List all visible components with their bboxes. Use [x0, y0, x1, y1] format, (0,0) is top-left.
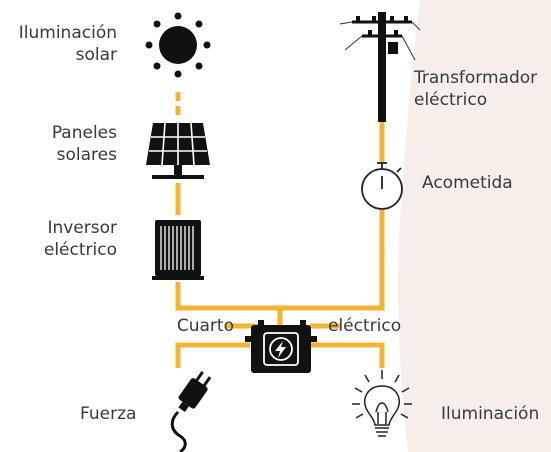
label-inverter-line1: Inversor [47, 218, 117, 238]
wire-room-power [175, 342, 250, 368]
utility-pole-icon [339, 12, 421, 122]
light-bulb-icon [352, 370, 412, 437]
wire-meter-room [280, 210, 385, 311]
label-panels: Paneles solares [0, 122, 117, 166]
wire-inverter-room [175, 282, 283, 325]
label-meter: Acometida [422, 173, 513, 193]
label-panels-line1: Paneles [51, 123, 117, 143]
label-inverter: Inversor eléctrico [0, 217, 117, 261]
label-room-left: Cuarto [176, 316, 234, 336]
label-power: Fuerza [80, 404, 137, 424]
label-solar: Iluminación solar [0, 22, 117, 66]
sun-icon [145, 12, 211, 78]
label-transformer-line2: eléctrico [414, 90, 488, 110]
label-solar-line2: solar [75, 45, 117, 65]
solar-panel-icon [146, 122, 210, 179]
label-solar-line1: Iluminación [18, 23, 117, 43]
electrical-panel-icon [245, 320, 317, 373]
label-panels-line2: solares [56, 145, 117, 165]
wire-room-lighting [310, 342, 385, 368]
label-inverter-line2: eléctrico [43, 240, 117, 260]
plug-icon [170, 371, 212, 452]
label-transformer-line1: Transformador [414, 68, 538, 88]
wires [175, 92, 385, 368]
label-lighting: Iluminación [441, 404, 540, 424]
label-transformer: Transformador eléctrico [414, 67, 537, 111]
stopwatch-meter-icon [361, 162, 403, 210]
label-room-right: eléctrico [328, 316, 402, 336]
inverter-icon [152, 220, 204, 280]
background-shape [397, 0, 551, 452]
